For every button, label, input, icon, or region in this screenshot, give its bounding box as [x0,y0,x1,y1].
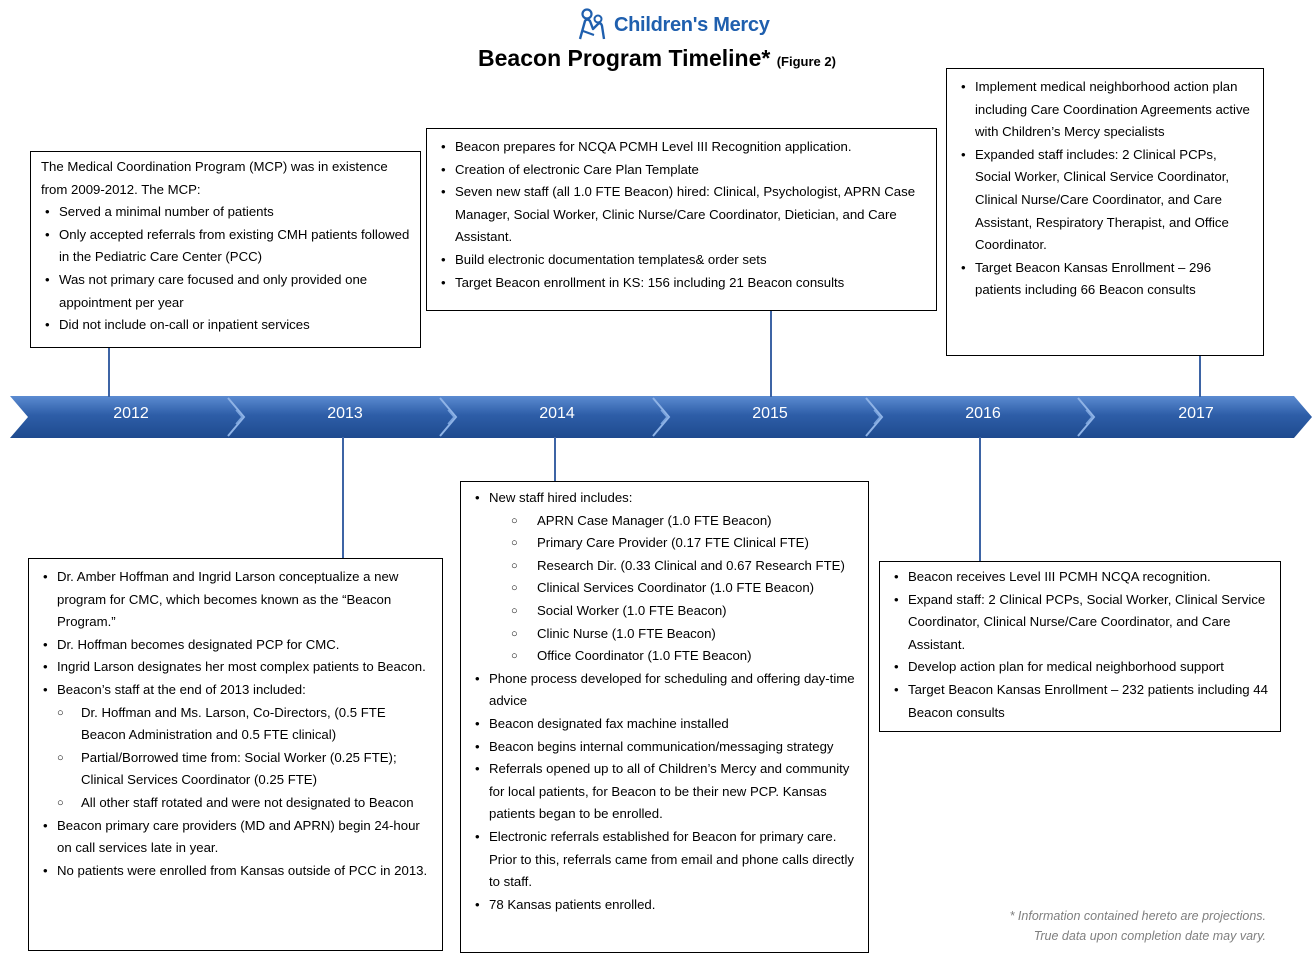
box-2016: Beacon receives Level III PCMH NCQA reco… [879,561,1281,732]
connector-2015 [770,310,772,397]
sub-list-item: Office Coordinator (1.0 FTE Beacon) [471,645,860,668]
list-item: Referrals opened up to all of Children’s… [471,758,860,826]
timeline-arrow [10,396,1312,438]
list-item: Beacon’s staff at the end of 2013 includ… [39,679,434,702]
list-item: Dr. Hoffman becomes designated PCP for C… [39,634,434,657]
page-title: Beacon Program Timeline* (Figure 2) [0,45,1314,72]
chevron-divider [227,397,246,437]
list-item: Dr. Amber Hoffman and Ingrid Larson conc… [39,566,434,634]
box-2014: New staff hired includes: APRN Case Mana… [460,481,869,953]
title-text: Beacon Program Timeline* [478,45,771,71]
chevron-accent [1085,409,1093,425]
connector-2013 [342,437,344,559]
sub-list-item: Clinical Services Coordinator (1.0 FTE B… [471,577,860,600]
list-item: Seven new staff (all 1.0 FTE Beacon) hir… [437,181,928,249]
list-item: Beacon primary care providers (MD and AP… [39,815,434,860]
list-item: Phone process developed for scheduling a… [471,668,860,713]
list-item: Electronic referrals established for Bea… [471,826,860,894]
list-item: Beacon prepares for NCQA PCMH Level III … [437,136,928,159]
year-label-2014: 2014 [539,405,575,422]
connector-2017 [1199,355,1201,397]
list-item: Ingrid Larson designates her most comple… [39,656,434,679]
sub-list-item: Social Worker (1.0 FTE Beacon) [471,600,860,623]
year-label-2013: 2013 [327,405,363,422]
footnote: * Information contained hereto are proje… [1010,906,1266,946]
footnote-line1: * Information contained hereto are proje… [1009,909,1266,923]
box-2012: The Medical Coordination Program (MCP) w… [30,151,421,348]
list-item: Target Beacon Kansas Enrollment – 232 pa… [890,679,1272,724]
year-label-2012: 2012 [113,405,149,422]
logo-figures-icon [578,8,606,40]
list-item: Beacon begins internal communication/mes… [471,736,860,759]
list-item: Was not primary care focused and only pr… [41,269,412,314]
box-2013: Dr. Amber Hoffman and Ingrid Larson conc… [28,558,443,951]
list-item: 78 Kansas patients enrolled. [471,894,860,917]
sub-list-item: Dr. Hoffman and Ms. Larson, Co-Directors… [39,702,434,747]
list-item: Expand staff: 2 Clinical PCPs, Social Wo… [890,589,1272,657]
chevron-divider [439,397,458,437]
list-item: Target Beacon enrollment in KS: 156 incl… [437,272,928,295]
chevron-accent [447,409,455,425]
chevron-divider [652,397,671,437]
list-item: Beacon designated fax machine installed [471,713,860,736]
connector-2012 [108,347,110,397]
chevron-accent [660,409,668,425]
mcp-intro: The Medical Coordination Program (MCP) w… [41,159,388,197]
chevron-divider [1077,397,1096,437]
list-item: Develop action plan for medical neighbor… [890,656,1272,679]
footnote-line2: True data upon completion date may vary. [1033,929,1266,943]
box-2017: Implement medical neighborhood action pl… [946,68,1264,356]
list-item: Implement medical neighborhood action pl… [957,76,1255,144]
box-2015: Beacon prepares for NCQA PCMH Level III … [426,128,937,311]
sub-list-item: Partial/Borrowed time from: Social Worke… [39,747,434,792]
list-item: No patients were enrolled from Kansas ou… [39,860,434,883]
list-item: New staff hired includes: [471,487,860,510]
list-item: Creation of electronic Care Plan Templat… [437,159,928,182]
list-item: Build electronic documentation templates… [437,249,928,272]
childrens-mercy-logo: Children's Mercy [574,6,770,44]
year-label-2017: 2017 [1178,405,1214,422]
chevron-divider [865,397,884,437]
chevron-accent [235,409,243,425]
sub-list-item: APRN Case Manager (1.0 FTE Beacon) [471,510,860,533]
figure-label: (Figure 2) [776,54,836,69]
list-item: Only accepted referrals from existing CM… [41,224,412,269]
connector-2014 [554,437,556,482]
sub-list-item: Primary Care Provider (0.17 FTE Clinical… [471,532,860,555]
list-item: Served a minimal number of patients [41,201,412,224]
year-label-2016: 2016 [965,405,1001,422]
sub-list-item: All other staff rotated and were not des… [39,792,434,815]
list-item: Target Beacon Kansas Enrollment – 296 pa… [957,257,1255,302]
sub-list-item: Clinic Nurse (1.0 FTE Beacon) [471,623,860,646]
chevron-accent [873,409,881,425]
connector-2016 [979,437,981,562]
logo-text: Children's Mercy [614,13,770,36]
timeline-band [10,396,1312,438]
year-label-2015: 2015 [752,405,788,422]
list-item: Expanded staff includes: 2 Clinical PCPs… [957,144,1255,257]
list-item: Did not include on-call or inpatient ser… [41,314,412,337]
sub-list-item: Research Dir. (0.33 Clinical and 0.67 Re… [471,555,860,578]
list-item: Beacon receives Level III PCMH NCQA reco… [890,566,1272,589]
